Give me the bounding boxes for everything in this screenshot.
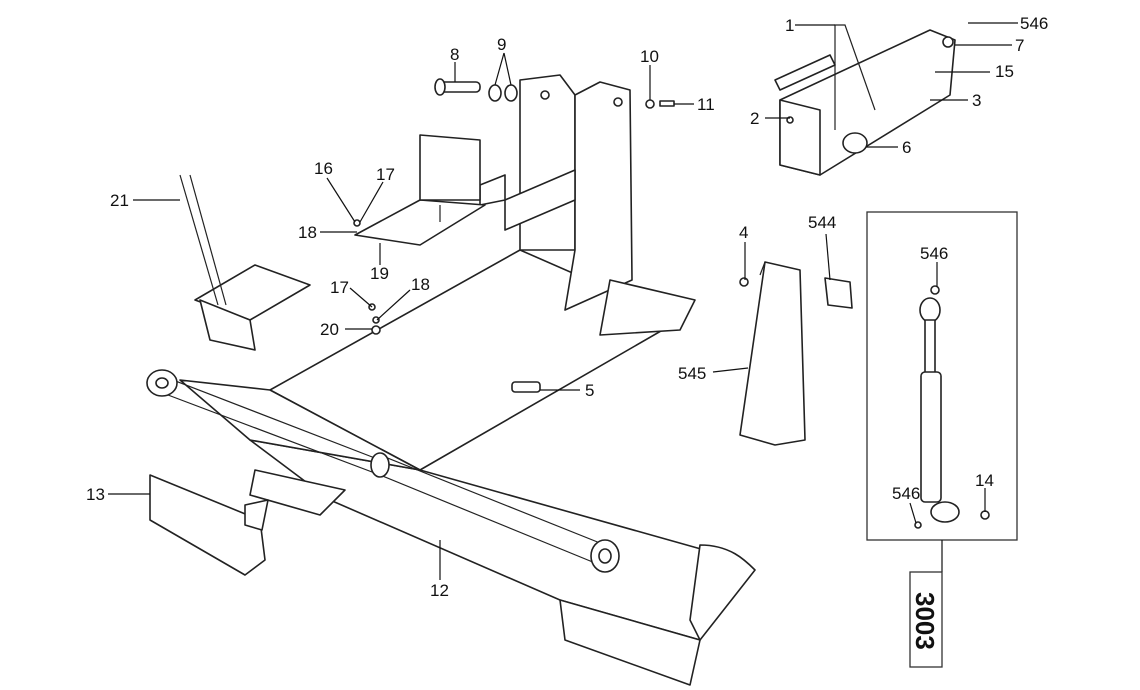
- callout-544: 544: [808, 213, 836, 232]
- callout-546a: 546: [1020, 14, 1048, 33]
- callout-7: 7: [1015, 36, 1024, 55]
- callout-20: 20: [320, 320, 339, 339]
- bolt-4: [739, 277, 749, 287]
- callout-21: 21: [110, 191, 129, 210]
- callout-18a: 18: [298, 223, 317, 242]
- control-valve: [179, 174, 311, 351]
- callout-9: 9: [497, 35, 506, 54]
- callout-546b: 546: [920, 244, 948, 263]
- callout-545: 545: [678, 364, 706, 383]
- axle-pin: [511, 381, 541, 393]
- callout-10: 10: [640, 47, 659, 66]
- guard-plate: [149, 474, 269, 576]
- callout-14: 14: [975, 471, 994, 490]
- callout-19: 19: [370, 264, 389, 283]
- callout-6: 6: [902, 138, 911, 157]
- drawing-number-box: [909, 571, 943, 668]
- oil-tank: [774, 24, 956, 176]
- callout-1: 1: [785, 16, 794, 35]
- callout-12: 12: [430, 581, 449, 600]
- callout-17a: 17: [376, 165, 395, 184]
- drawing-number: 3003: [910, 592, 940, 650]
- leader-lines: [108, 22, 1018, 580]
- callout-8: 8: [450, 45, 459, 64]
- gas-strut: [914, 285, 990, 529]
- callout-3: 3: [972, 91, 981, 110]
- callout-17b: 17: [330, 278, 349, 297]
- callout-4: 4: [739, 223, 748, 242]
- bracket-545: [739, 261, 806, 446]
- callout-18b: 18: [411, 275, 430, 294]
- callout-5: 5: [585, 381, 594, 400]
- callout-13: 13: [86, 485, 105, 504]
- callout-546c: 546: [892, 484, 920, 503]
- callout-16: 16: [314, 159, 333, 178]
- callout-2: 2: [750, 109, 759, 128]
- callout-11: 11: [697, 95, 715, 114]
- foot-bracket: [354, 134, 486, 246]
- clip-544: [824, 277, 853, 309]
- hydraulic-cylinder: [146, 369, 620, 573]
- callout-15: 15: [995, 62, 1014, 81]
- upright-column: [479, 74, 696, 336]
